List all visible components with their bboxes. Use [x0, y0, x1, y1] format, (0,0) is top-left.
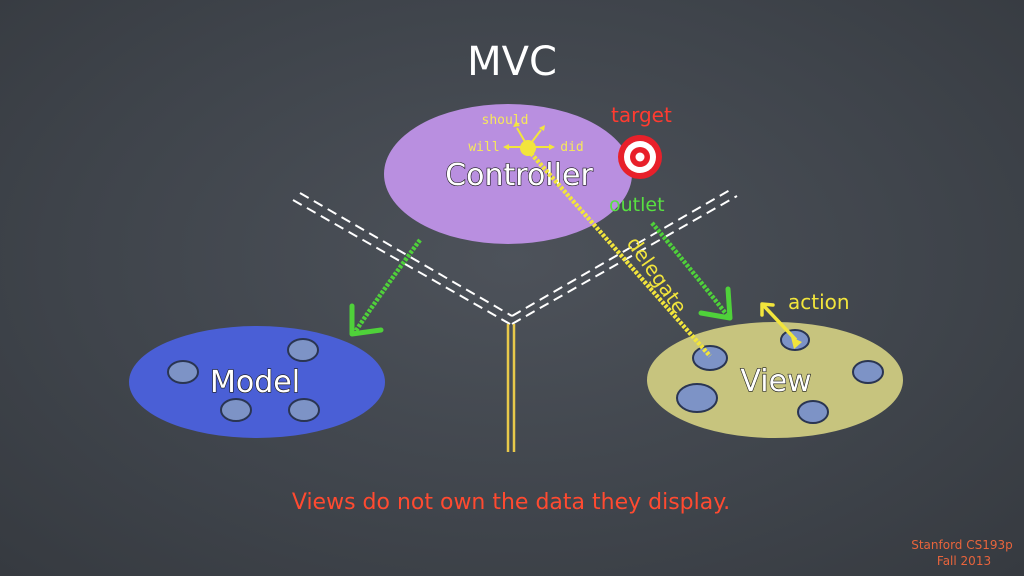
action-label: action — [788, 290, 850, 314]
caption-text: Views do not own the data they display. — [292, 490, 730, 515]
model-bubble — [287, 338, 319, 362]
view-bubble — [692, 345, 728, 371]
outlet-arrow: outlet — [609, 194, 733, 321]
credit-line-2: Fall 2013 — [937, 554, 991, 568]
view-label: View — [740, 364, 811, 399]
model-bubble — [288, 398, 320, 422]
delegate-label: delegate — [622, 232, 692, 318]
delegate-hub: should will did — [468, 113, 584, 156]
target-label: target — [611, 103, 672, 127]
view-bubble — [797, 400, 829, 424]
target-icon — [618, 135, 662, 179]
controller-label: Controller — [445, 158, 593, 193]
credit-line-1: Stanford CS193p — [911, 538, 1013, 552]
view-bubble — [676, 383, 718, 413]
delegate-should: should — [482, 113, 529, 128]
delegate-will: will — [468, 140, 499, 155]
page-title: MVC — [467, 39, 557, 85]
outlet-label: outlet — [609, 194, 665, 216]
delegate-did: did — [560, 140, 583, 155]
controller-to-model-arrow — [349, 238, 422, 337]
view-bubble — [852, 360, 884, 384]
controller-node: Controller — [384, 104, 632, 244]
action-arrow: action — [760, 290, 850, 349]
model-bubble — [167, 360, 199, 384]
model-bubble — [220, 398, 252, 422]
model-node: Model — [129, 326, 385, 438]
view-node: View — [647, 322, 903, 438]
model-label: Model — [210, 365, 300, 400]
